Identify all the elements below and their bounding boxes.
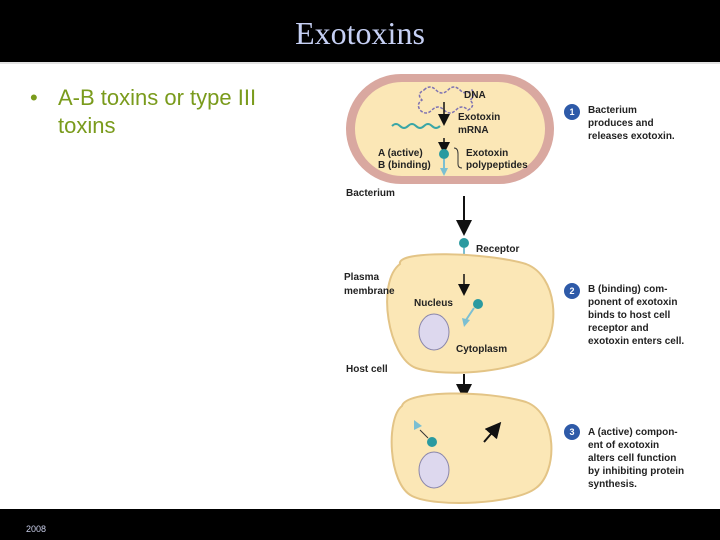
label-a-active: A (active) — [378, 148, 423, 159]
host-cell-1 — [386, 253, 555, 374]
step-2-line-1: B (binding) com- — [588, 284, 667, 295]
bullet-marker: • — [30, 85, 38, 110]
label-plasma-1: Plasma — [344, 272, 379, 283]
step-3-number: 3 — [569, 427, 574, 437]
step-1: 1 Bacterium produces and releases exotox… — [564, 104, 675, 142]
host-cell-2 — [390, 392, 553, 504]
step-1-line-1: Bacterium — [588, 105, 637, 116]
step-2-line-2: ponent of exotoxin — [588, 297, 677, 308]
step-3-badge — [564, 424, 580, 440]
step-3-line-4: by inhibiting protein — [588, 466, 684, 477]
step-2-number: 2 — [569, 286, 574, 296]
toxin-a-subunit-icon — [439, 149, 449, 159]
step-1-line-3: releases exotoxin. — [588, 131, 675, 142]
step-3-line-5: synthesis. — [588, 479, 637, 490]
dna-icon — [417, 86, 475, 114]
step-1-line-2: produces and — [588, 118, 654, 129]
slide-title: Exotoxins — [295, 15, 425, 51]
label-mrna: mRNA — [458, 125, 489, 136]
label-host-cell: Host cell — [346, 364, 388, 375]
label-receptor: Receptor — [476, 244, 519, 255]
step-3-line-1: A (active) compon- — [588, 427, 678, 438]
slide-footer — [0, 510, 720, 540]
label-polypeptides-1: Exotoxin — [466, 148, 508, 159]
receptor-toxin-a-icon — [459, 238, 469, 248]
label-b-binding: B (binding) — [378, 160, 431, 171]
title-divider — [0, 62, 720, 64]
exotoxin-diagram: DNA Exotoxin mRNA A (active) B (binding)… — [344, 74, 684, 504]
label-exotoxin: Exotoxin — [458, 112, 500, 123]
step-3-line-2: ent of exotoxin — [588, 440, 659, 451]
step-2-badge — [564, 283, 580, 299]
label-nucleus: Nucleus — [414, 298, 453, 309]
footer-year: 2008 — [26, 524, 47, 534]
label-dna: DNA — [464, 90, 486, 101]
label-cytoplasm: Cytoplasm — [456, 344, 507, 355]
bullet-text: A-B toxins or type III toxins — [58, 85, 257, 138]
step-1-badge — [564, 104, 580, 120]
label-plasma-2: membrane — [344, 286, 395, 297]
label-polypeptides-2: polypeptides — [466, 160, 528, 171]
step-3: 3 A (active) compon- ent of exotoxin alt… — [564, 424, 684, 490]
step-1-number: 1 — [569, 107, 574, 117]
label-bacterium: Bacterium — [346, 188, 395, 199]
step-2-line-5: exotoxin enters cell. — [588, 336, 684, 347]
toxin-b-subunit-icon — [440, 168, 448, 176]
step-2: 2 B (binding) com- ponent of exotoxin bi… — [564, 283, 684, 347]
step-3-line-3: alters cell function — [588, 453, 676, 464]
mrna-icon — [391, 123, 441, 129]
step-2-line-3: binds to host cell — [588, 310, 670, 321]
bacterium-cell — [346, 74, 554, 184]
step-2-line-4: receptor and — [588, 323, 649, 334]
nucleus-icon — [418, 313, 450, 351]
